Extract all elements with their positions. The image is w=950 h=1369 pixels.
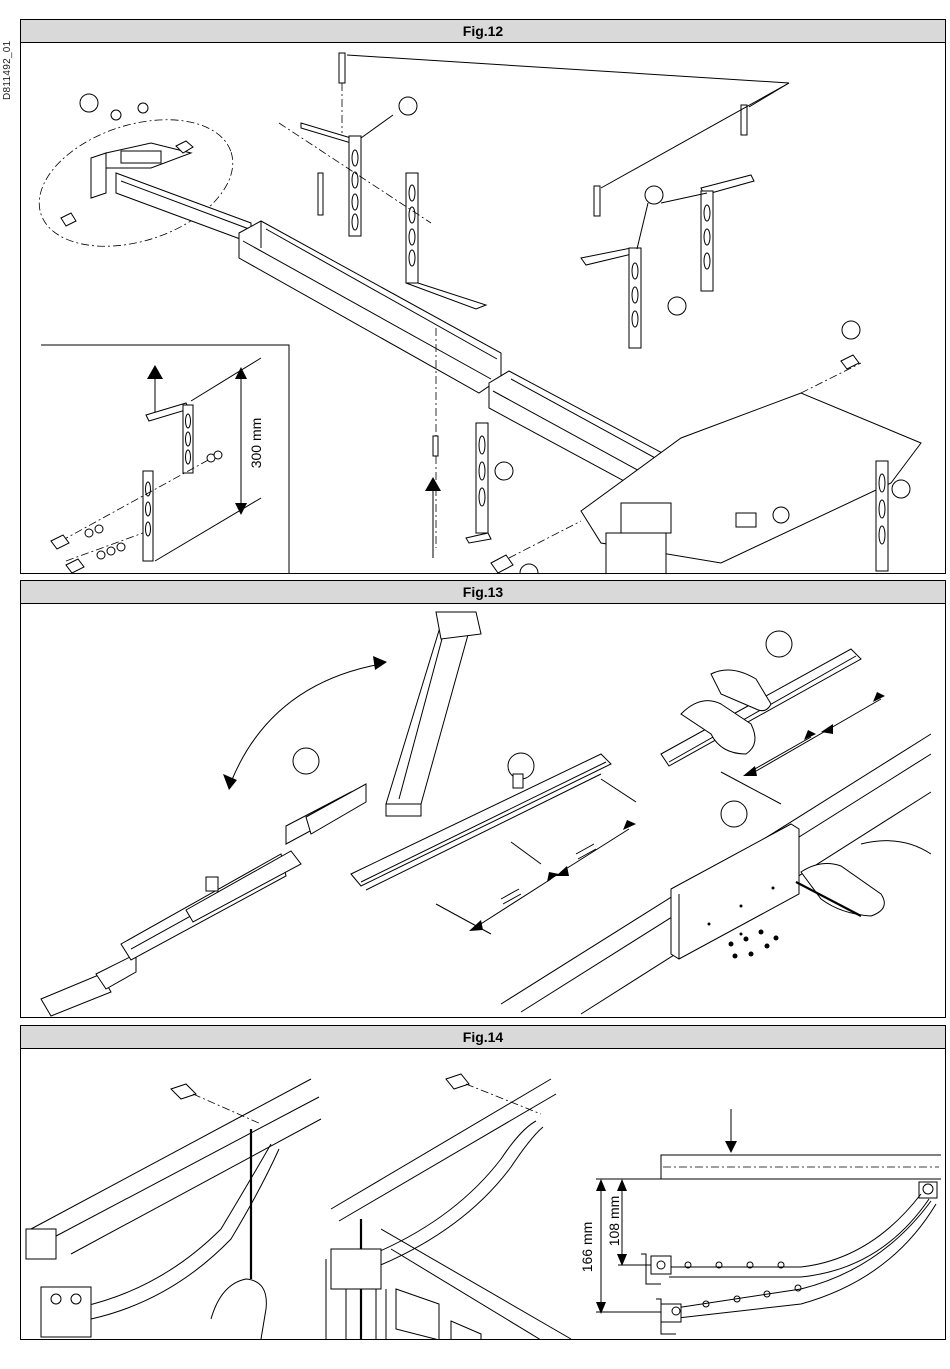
bracket-icon xyxy=(40,1286,92,1338)
document-code: D811492_01 xyxy=(2,40,13,100)
screw-icon xyxy=(432,435,439,457)
nut-icon xyxy=(110,109,122,121)
motor-plate xyxy=(580,392,922,573)
rail-detail-top-right xyxy=(660,648,885,805)
dimension-300mm: 300 mm xyxy=(235,367,264,515)
wall-bracket xyxy=(875,460,889,572)
carriage-icon xyxy=(512,773,524,789)
bolt-icon xyxy=(60,212,77,227)
side-elevation-right: 166 mm 108 mm xyxy=(579,1109,941,1335)
dimension-166mm: 166 mm xyxy=(579,1179,661,1314)
detail-ellipse xyxy=(38,119,234,247)
hand-icon xyxy=(680,700,756,755)
dimension-108mm: 108 mm xyxy=(606,1179,651,1266)
rail-segment-upright xyxy=(385,611,482,817)
screwdriver-icon xyxy=(795,881,862,917)
washer-icon xyxy=(96,550,106,560)
up-arrow-icon xyxy=(425,477,441,558)
door-arm xyxy=(360,1120,537,1260)
bracket-icon xyxy=(25,1228,57,1260)
callout-circle xyxy=(644,185,664,205)
washer-icon xyxy=(106,546,116,556)
rail-detail-middle xyxy=(350,753,637,935)
callout-circle xyxy=(765,630,793,658)
up-arrow-icon xyxy=(147,365,163,413)
bolt-icon xyxy=(170,1083,197,1100)
bolt-icon xyxy=(490,554,514,573)
callout-circle xyxy=(398,96,418,116)
figure-12-panel: Fig.12 xyxy=(20,19,946,574)
front-bracket-assembly xyxy=(60,102,194,227)
screw-icon xyxy=(317,172,324,216)
rail-segment-front xyxy=(115,172,252,244)
figure-12-drawing: 300 mm xyxy=(38,52,922,573)
door-arm xyxy=(80,1143,272,1308)
wall-bracket xyxy=(300,96,418,237)
rail-joint-cover xyxy=(500,733,932,1015)
callout-circle xyxy=(720,800,748,828)
callout-circle xyxy=(519,563,539,573)
wall-bracket xyxy=(700,174,755,292)
bolt-icon xyxy=(840,354,860,370)
wall-anchor-icon xyxy=(338,52,346,133)
callout-circle xyxy=(891,479,911,499)
hand-with-screwdriver-icon xyxy=(800,863,885,917)
nut-icon xyxy=(213,450,223,460)
screws-icon xyxy=(728,929,779,959)
washer-icon xyxy=(116,542,126,552)
hand-icon xyxy=(710,669,772,712)
figure-title: Fig.13 xyxy=(21,581,945,604)
door-arm-straight xyxy=(669,1193,922,1268)
rail-segment-lower xyxy=(40,783,367,1017)
figure-title: Fig.12 xyxy=(21,20,945,43)
callout-circle xyxy=(667,296,687,316)
rail-segment-middle xyxy=(238,220,502,394)
figure-13-drawing xyxy=(40,611,932,1017)
wall-bracket xyxy=(580,247,642,349)
wall-anchor-icon xyxy=(593,185,601,217)
bolt-icon xyxy=(50,534,70,550)
figure-13-panel: Fig.13 xyxy=(20,580,946,1018)
bolt-icon xyxy=(65,558,85,573)
carriage-icon xyxy=(205,876,219,892)
callout-circle xyxy=(494,461,514,481)
figure-14-panel: Fig.14 xyxy=(20,1025,946,1340)
wall-anchor-icon xyxy=(740,104,748,136)
rotation-arrow-icon xyxy=(223,656,387,790)
door-arm-curved xyxy=(668,1200,932,1310)
nut-icon xyxy=(137,102,149,114)
callout-circle xyxy=(841,320,861,340)
bolt-icon xyxy=(445,1073,470,1090)
wall-bracket xyxy=(405,172,488,310)
bracket-icon xyxy=(330,1248,382,1290)
wall-bracket xyxy=(465,422,492,544)
hand-icon xyxy=(210,1278,267,1340)
bolt-icon xyxy=(175,140,194,154)
callout-circle xyxy=(79,93,99,113)
dimension-label: 166 mm xyxy=(579,1222,595,1273)
door-panel xyxy=(450,1320,482,1340)
figure-title: Fig.14 xyxy=(21,1026,945,1049)
dimension-label: 108 mm xyxy=(606,1196,622,1247)
door-panel xyxy=(395,1288,440,1340)
release-cord-left xyxy=(25,1078,322,1340)
washer-icon xyxy=(84,528,94,538)
release-cord-middle xyxy=(325,1073,572,1340)
inset-detail-box: 300 mm xyxy=(41,344,290,573)
callout-circle xyxy=(292,747,320,775)
down-arrow-icon xyxy=(725,1109,737,1153)
figure-14-drawing: 166 mm 108 mm xyxy=(25,1073,941,1340)
dimension-label: 300 mm xyxy=(248,418,264,469)
washer-icon xyxy=(94,524,104,534)
